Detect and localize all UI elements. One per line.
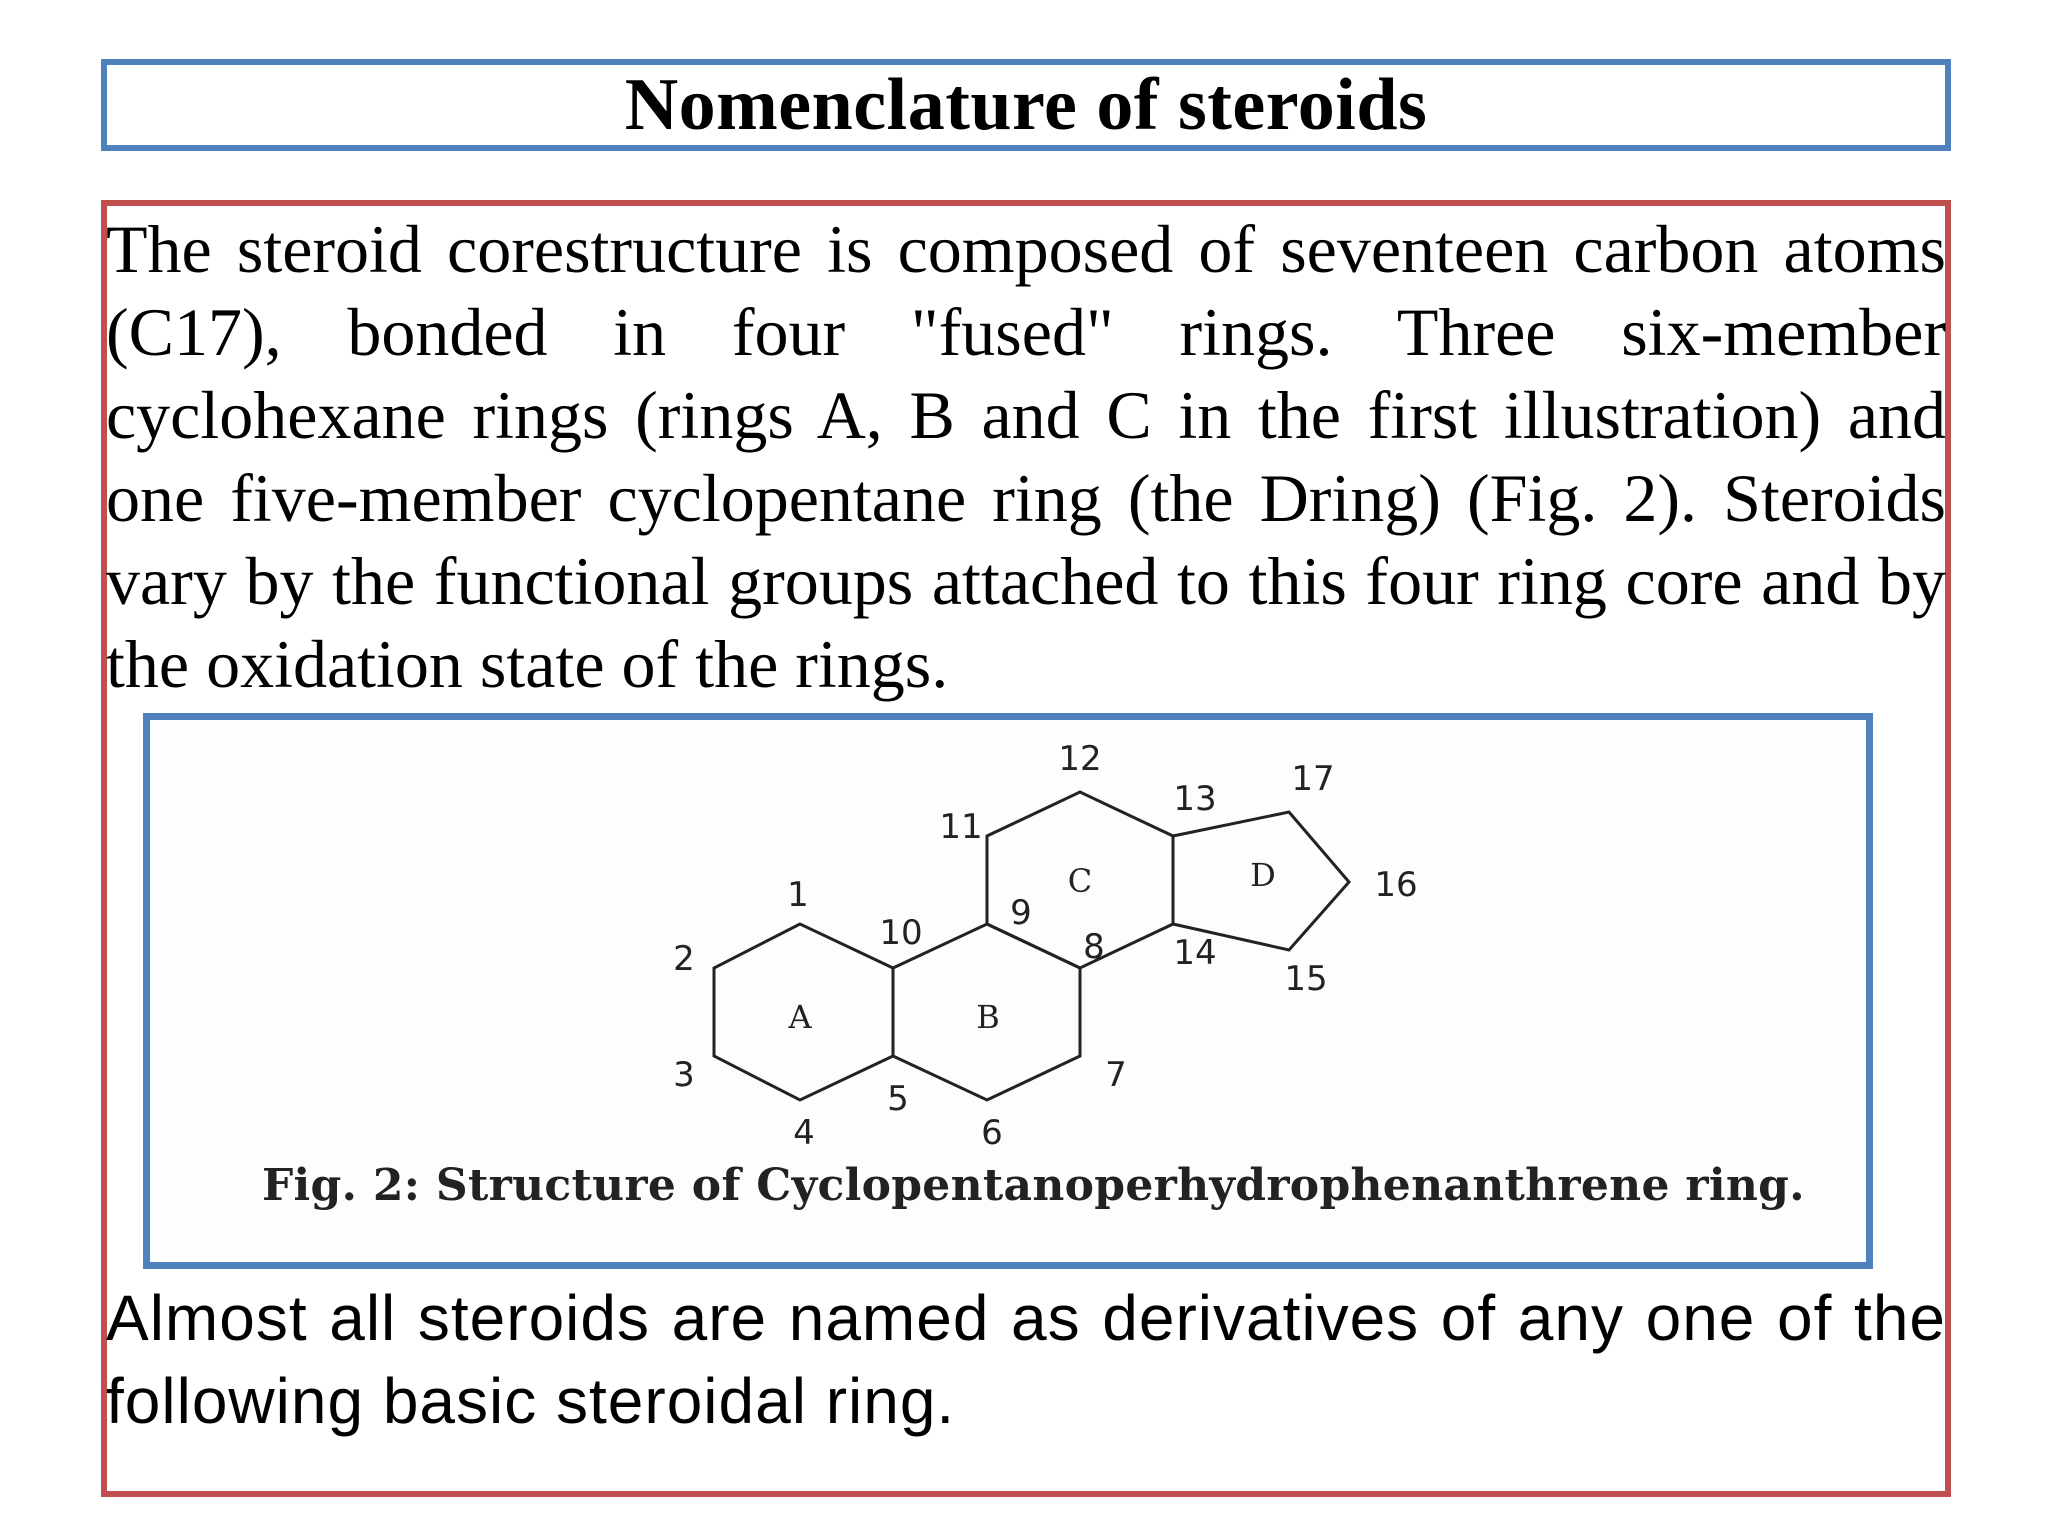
atom-number-10: 10	[879, 913, 922, 953]
ring-d-outline	[1171, 810, 1351, 952]
atom-number-3: 3	[673, 1055, 695, 1095]
outro-paragraph: Almost all steroids are named as derivat…	[106, 1282, 1946, 1437]
atom-number-14: 14	[1173, 933, 1216, 973]
atom-number-6: 6	[981, 1113, 1003, 1153]
ring-label-b: B	[976, 998, 1000, 1036]
figure-box: A B C D 1 2 3 4 5 6 7 8 9 10 11 12 13 14…	[143, 713, 1873, 1269]
atom-number-9: 9	[1010, 893, 1032, 933]
atom-number-5: 5	[887, 1079, 909, 1119]
ring-label-c: C	[1068, 862, 1092, 900]
ring-bonds	[712, 790, 1351, 1102]
atom-number-16: 16	[1374, 865, 1417, 905]
intro-paragraph: The steroid corestructure is composed of…	[106, 211, 1946, 702]
atom-number-15: 15	[1284, 959, 1327, 999]
atom-number-11: 11	[939, 807, 982, 847]
page-title: Nomenclature of steroids	[624, 64, 1428, 146]
content-box	[101, 200, 1951, 1497]
atom-number-8: 8	[1083, 927, 1105, 967]
atom-number-7: 7	[1105, 1055, 1127, 1095]
atom-number-4: 4	[793, 1113, 815, 1153]
atom-number-13: 13	[1173, 779, 1216, 819]
ring-label-a: A	[787, 998, 812, 1036]
steroid-structure-diagram: A B C D 1 2 3 4 5 6 7 8 9 10 11 12 13 14…	[673, 739, 1417, 1153]
figure-caption: Fig. 2: Structure of Cyclopentanoperhydr…	[262, 1160, 1805, 1211]
atom-number-2: 2	[673, 939, 695, 979]
ring-label-d: D	[1250, 856, 1276, 894]
title-box: Nomenclature of steroids	[101, 59, 1951, 151]
atom-number-17: 17	[1291, 759, 1334, 799]
atom-number-12: 12	[1058, 739, 1101, 779]
atom-number-1: 1	[787, 875, 809, 915]
